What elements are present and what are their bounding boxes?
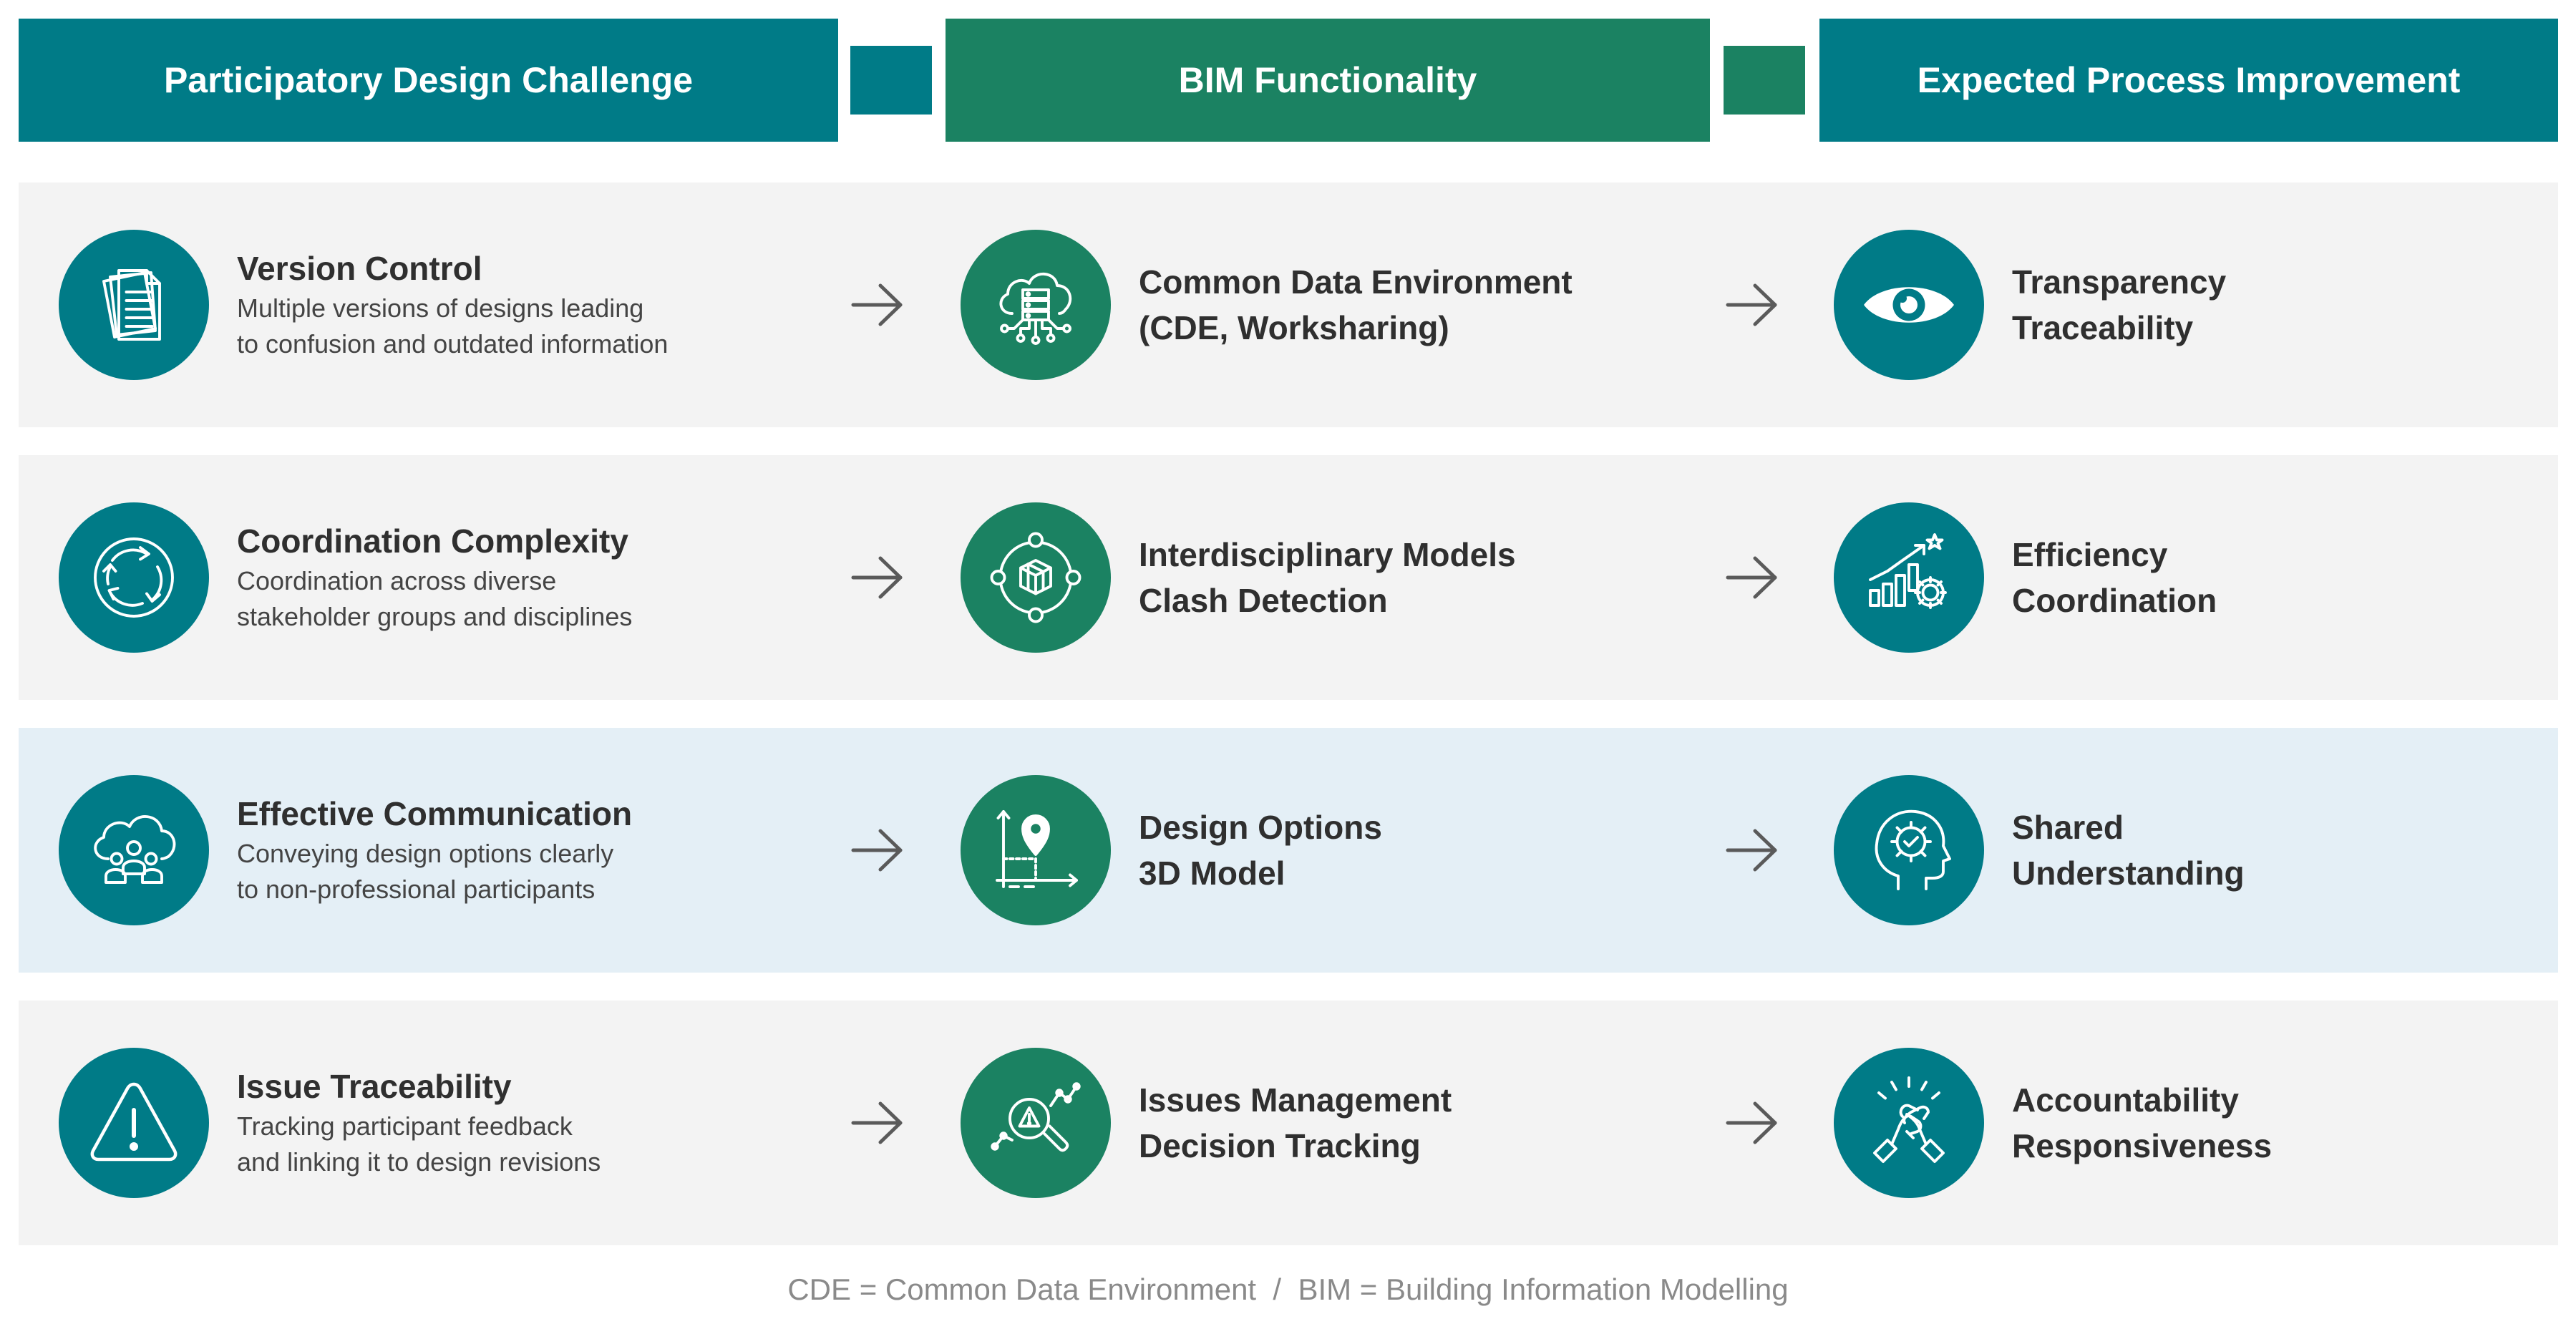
arrow-right-icon [851, 556, 903, 599]
row-coordination-complexity: Coordination Complexity Coordination acr… [19, 455, 2558, 700]
handshake-icon [1834, 1048, 1984, 1198]
improvement-line-2: Traceability [2012, 309, 2194, 346]
improvement-text: Transparency Traceability [2012, 182, 2542, 427]
challenge-text: Coordination Complexity Coordination acr… [237, 455, 824, 700]
challenge-desc-line-2: to non-professional participants [237, 875, 596, 904]
challenge-desc-line-1: Conveying design options clearly [237, 839, 614, 868]
challenge-title: Issue Traceability [237, 1068, 512, 1105]
row-issue-traceability: Issue Traceability Tracking participant … [19, 1001, 2558, 1245]
location-pin-axes-icon [961, 775, 1111, 925]
improvement-line-2: Coordination [2012, 582, 2217, 619]
head-gear-check-icon [1834, 775, 1984, 925]
bim-line-1: Design Options [1139, 809, 1382, 846]
cycle-arrows-icon [59, 502, 209, 653]
improvement-text: Efficiency Coordination [2012, 455, 2542, 700]
improvement-line-1: Shared [2012, 809, 2124, 846]
cloud-server-icon [961, 230, 1111, 380]
bim-text: Interdisciplinary Models Clash Detection [1139, 455, 1697, 700]
bim-line-1: Interdisciplinary Models [1139, 536, 1516, 573]
bim-line-1: Common Data Environment [1139, 263, 1573, 301]
bim-text: Issues Management Decision Tracking [1139, 1001, 1697, 1245]
row-effective-communication: Effective Communication Conveying design… [19, 728, 2558, 973]
challenge-desc-line-1: Tracking participant feedback [237, 1111, 573, 1141]
bim-text: Common Data Environment (CDE, Worksharin… [1139, 182, 1697, 427]
challenge-desc-line-2: to confusion and outdated information [237, 329, 669, 359]
header-challenge: Participatory Design Challenge [19, 19, 838, 142]
arrow-right-icon [1726, 283, 1777, 326]
arrow-right-icon [1726, 556, 1777, 599]
row-version-control: Version Control Multiple versions of des… [19, 182, 2558, 427]
improvement-line-1: Accountability [2012, 1081, 2239, 1119]
challenge-desc-line-2: stakeholder groups and disciplines [237, 602, 633, 631]
header-connector-2 [1724, 46, 1805, 115]
header-improvement: Expected Process Improvement [1819, 19, 2558, 142]
challenge-desc-line-1: Multiple versions of designs leading [237, 293, 644, 323]
documents-icon [59, 230, 209, 380]
challenge-desc-line-1: Coordination across diverse [237, 566, 557, 595]
arrow-right-icon [851, 829, 903, 872]
arrow-right-icon [851, 1101, 903, 1144]
improvement-text: Shared Understanding [2012, 728, 2542, 973]
improvement-text: Accountability Responsiveness [2012, 1001, 2542, 1245]
bim-line-2: Clash Detection [1139, 582, 1388, 619]
challenge-title: Coordination Complexity [237, 522, 628, 560]
improvement-line-2: Understanding [2012, 855, 2245, 892]
cloud-people-icon [59, 775, 209, 925]
bim-line-2: Decision Tracking [1139, 1127, 1421, 1164]
header-connector-1 [850, 46, 932, 115]
arrow-right-icon [851, 283, 903, 326]
challenge-title: Effective Communication [237, 795, 633, 832]
growth-chart-gear-icon [1834, 502, 1984, 653]
eye-icon [1834, 230, 1984, 380]
bim-line-1: Issues Management [1139, 1081, 1452, 1119]
header-bim: BIM Functionality [946, 19, 1710, 142]
challenge-desc-line-2: and linking it to design revisions [237, 1147, 601, 1177]
improvement-line-2: Responsiveness [2012, 1127, 2273, 1164]
warning-triangle-icon [59, 1048, 209, 1198]
bim-text: Design Options 3D Model [1139, 728, 1697, 973]
improvement-line-1: Efficiency [2012, 536, 2168, 573]
bim-line-2: 3D Model [1139, 855, 1285, 892]
challenge-title: Version Control [237, 250, 482, 287]
footer-abbreviations: CDE = Common Data Environment / BIM = Bu… [787, 1272, 1789, 1306]
magnifier-warning-icon [961, 1048, 1111, 1198]
arrow-right-icon [1726, 1101, 1777, 1144]
improvement-line-1: Transparency [2012, 263, 2227, 301]
challenge-text: Version Control Multiple versions of des… [237, 182, 824, 427]
bim-line-2: (CDE, Worksharing) [1139, 309, 1449, 346]
cube-network-icon [961, 502, 1111, 653]
challenge-text: Issue Traceability Tracking participant … [237, 1001, 824, 1245]
challenge-text: Effective Communication Conveying design… [237, 728, 824, 973]
arrow-right-icon [1726, 829, 1777, 872]
